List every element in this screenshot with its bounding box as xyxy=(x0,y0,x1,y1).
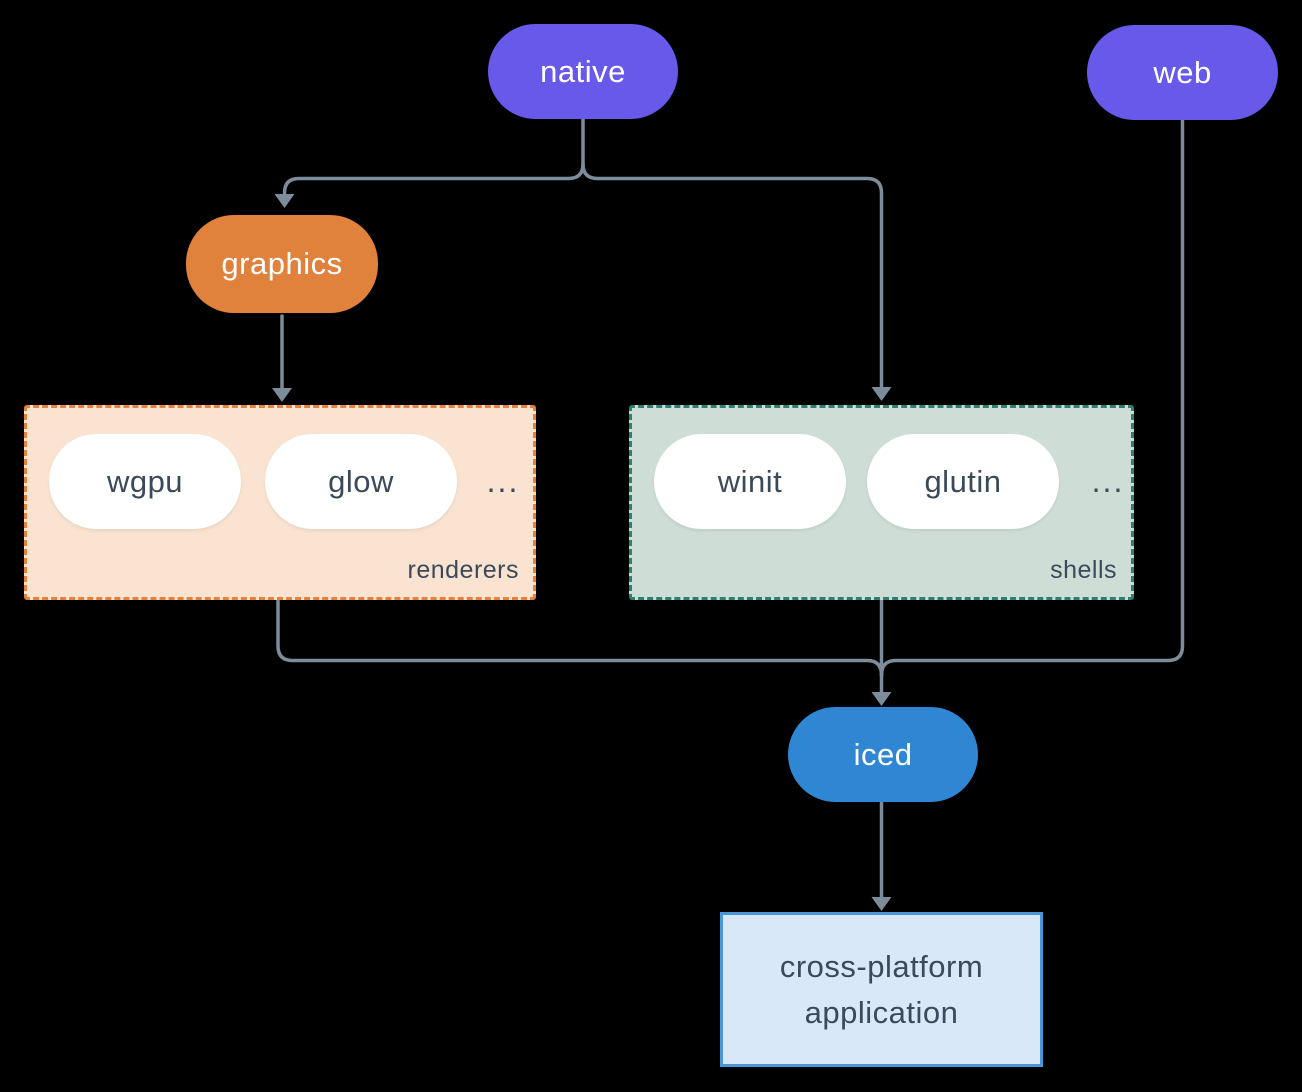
node-glow: glow xyxy=(265,434,457,529)
node-native: native xyxy=(488,24,678,119)
arrowhead-shells-box xyxy=(871,387,892,401)
node-cross-platform-application: cross-platform application xyxy=(720,912,1043,1067)
arrowhead-renderers-box xyxy=(272,388,292,402)
connector-native-to-graphics xyxy=(282,117,585,196)
arrowhead-application-box xyxy=(871,897,892,911)
node-web-label: web xyxy=(1153,54,1212,90)
connector-native-to-shells xyxy=(581,162,884,389)
arrowhead-graphics xyxy=(274,194,295,208)
group-shells: winit glutin ... shells xyxy=(629,405,1134,600)
node-glutin: glutin xyxy=(867,434,1059,529)
node-glutin-label: glutin xyxy=(924,463,1002,499)
node-iced-label: iced xyxy=(853,736,913,772)
node-wgpu-label: wgpu xyxy=(106,463,184,499)
shells-ellipsis: ... xyxy=(1091,463,1125,499)
node-web: web xyxy=(1087,25,1278,120)
node-glow-label: glow xyxy=(328,463,394,499)
node-wgpu: wgpu xyxy=(49,434,241,529)
node-graphics: graphics xyxy=(186,215,378,313)
shells-group-label: shells xyxy=(1050,556,1117,584)
renderers-group-label: renderers xyxy=(407,556,519,584)
connector-renderers-to-merge xyxy=(276,599,884,677)
node-graphics-label: graphics xyxy=(221,246,343,281)
renderers-ellipsis: ... xyxy=(486,463,520,499)
node-winit: winit xyxy=(654,434,846,529)
node-winit-label: winit xyxy=(717,463,783,499)
node-native-label: native xyxy=(540,53,626,89)
arrowhead-iced xyxy=(871,692,892,706)
group-renderers: wgpu glow ... renderers xyxy=(24,405,536,600)
application-label-line2: application xyxy=(804,994,959,1030)
node-iced: iced xyxy=(788,707,978,802)
application-label-line1: cross-platform xyxy=(779,948,984,984)
